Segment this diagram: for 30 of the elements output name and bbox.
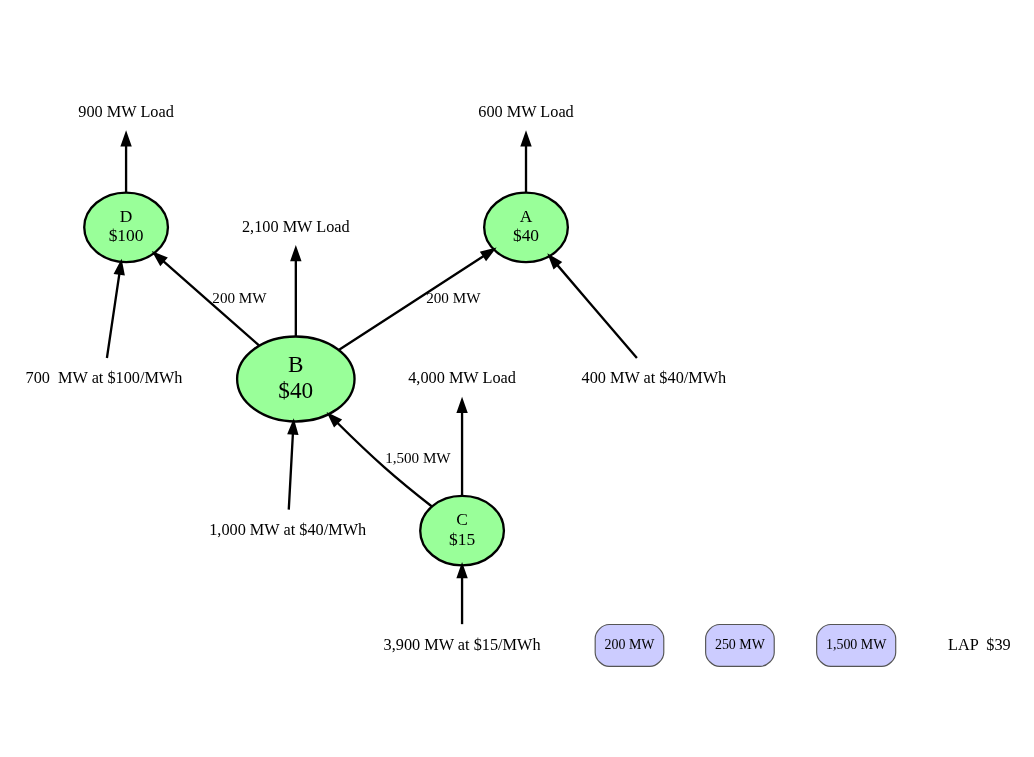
arrow bbox=[120, 129, 132, 193]
node-text: 2,100 MW Load bbox=[241, 217, 350, 236]
arrow bbox=[287, 417, 299, 510]
arrow bbox=[326, 411, 433, 507]
arrow bbox=[105, 258, 125, 358]
arrow bbox=[290, 244, 302, 336]
edge-label: 200 MW bbox=[212, 289, 267, 306]
arrow bbox=[151, 250, 260, 346]
node-text: 700 MW at $100/MWh bbox=[25, 368, 183, 387]
label: LAP $39 bbox=[948, 635, 1011, 654]
arrow bbox=[547, 252, 638, 359]
arrow bbox=[456, 561, 468, 624]
node-text: 600 MW Load bbox=[478, 102, 574, 121]
node-text: 900 MW Load bbox=[78, 102, 174, 121]
node-ellipse: C $15 bbox=[419, 494, 506, 567]
node-text: 4,000 MW Load bbox=[408, 368, 516, 387]
arrow bbox=[338, 247, 497, 351]
node-box: 1,500 MW bbox=[816, 623, 897, 667]
edge-label: 1,500 MW bbox=[385, 449, 451, 466]
node-ellipse: A $40 bbox=[483, 190, 570, 263]
node-box: 250 MW bbox=[705, 623, 775, 667]
node-ellipse: D $100 bbox=[83, 190, 170, 263]
node-box: 200 MW bbox=[594, 623, 665, 667]
arrow bbox=[456, 396, 468, 496]
node-text: 1,000 MW at $40/MWh bbox=[209, 520, 367, 539]
node-text: 400 MW at $40/MWh bbox=[581, 368, 727, 387]
node-ellipse: B $40 bbox=[235, 334, 356, 423]
node-text: 3,900 MW at $15/MWh bbox=[383, 635, 541, 654]
arrow bbox=[520, 129, 532, 193]
edge-label: 200 MW bbox=[426, 289, 481, 306]
